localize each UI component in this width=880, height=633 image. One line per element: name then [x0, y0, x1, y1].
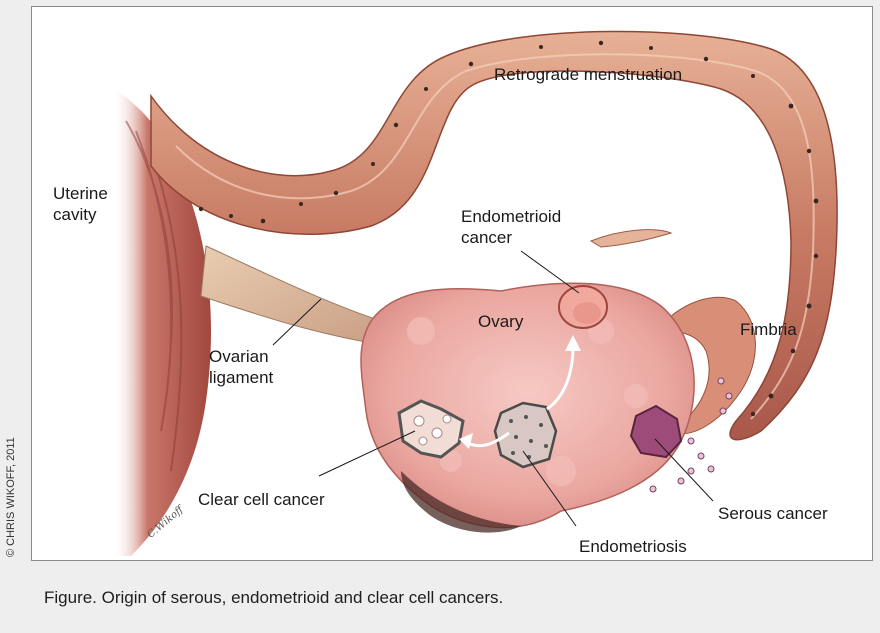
label-ovarian-ligament: Ovarian ligament: [209, 346, 273, 388]
label-uterine-cavity: Uterine cavity: [53, 183, 108, 225]
leader-serous: [655, 439, 713, 501]
label-serous-cancer: Serous cancer: [718, 503, 828, 524]
copyright-credit: © CHRIS WIKOFF, 2011: [5, 407, 17, 557]
label-ovary: Ovary: [478, 311, 523, 332]
label-clear-cell-cancer: Clear cell cancer: [198, 489, 325, 510]
figure-caption: Figure. Origin of serous, endometrioid a…: [44, 588, 503, 608]
ovarian-ligament: [201, 246, 391, 346]
ovary-illustration: [32, 7, 874, 562]
label-fimbria: Fimbria: [740, 319, 797, 340]
label-retrograde-menstruation: Retrograde menstruation: [494, 64, 682, 85]
label-endometriosis: Endometriosis: [579, 536, 687, 557]
label-endometrioid-cancer: Endometrioid cancer: [461, 206, 561, 248]
illustration-frame: Retrograde menstruation Uterine cavity E…: [31, 6, 873, 561]
